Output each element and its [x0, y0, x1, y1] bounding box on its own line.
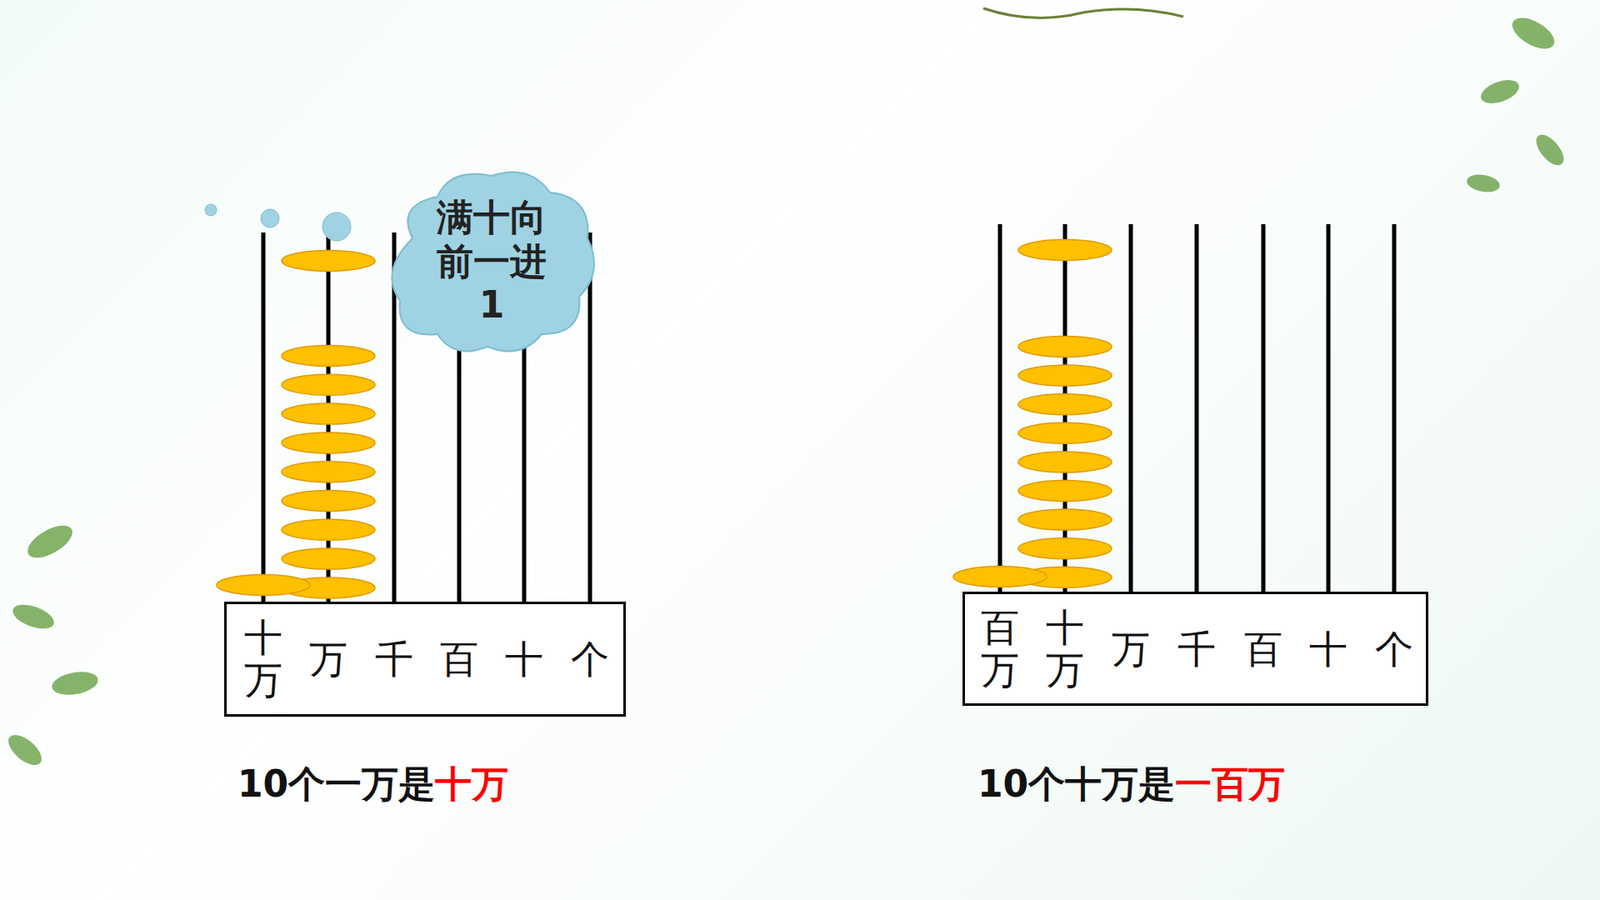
bead	[1018, 538, 1112, 560]
bead	[281, 548, 375, 570]
place-value-box: 百万十万万千百十个	[962, 591, 1429, 706]
rod	[1129, 224, 1134, 592]
statement-text: 10个一万是	[237, 762, 435, 805]
vine	[983, 8, 1184, 18]
rod	[998, 224, 1003, 592]
cloud-text: 满十向 前一进 1	[433, 195, 550, 328]
rod	[1392, 224, 1397, 592]
caption-line: 10个十万是一百万	[977, 760, 1285, 810]
bead	[1018, 451, 1112, 473]
answer-text: 十万	[435, 762, 509, 805]
bead	[281, 519, 375, 540]
bead	[1018, 509, 1112, 530]
place-label: 万	[1111, 630, 1150, 669]
rod	[1261, 224, 1266, 592]
bead	[1018, 394, 1112, 415]
place-label: 千	[375, 640, 414, 679]
bead	[953, 566, 1047, 588]
bead	[281, 374, 375, 395]
place-label: 个	[1375, 630, 1414, 669]
thought-bubbles	[205, 204, 351, 241]
leaf-decoration	[3, 11, 1570, 771]
place-label: 十万	[1045, 606, 1085, 691]
thought-cloud: 满十向 前一进 1	[379, 163, 605, 360]
rod	[1195, 224, 1200, 592]
abacus-beads	[216, 240, 1112, 599]
bead	[281, 250, 375, 272]
place-label: 百万	[980, 606, 1020, 691]
place-value-box: 十万万千百十个	[224, 601, 626, 717]
bead	[281, 461, 375, 483]
rod	[588, 232, 593, 602]
bead	[1018, 336, 1112, 358]
place-label: 千	[1177, 630, 1216, 669]
bead	[1018, 365, 1112, 386]
bead	[1018, 480, 1112, 502]
place-label: 十	[505, 640, 544, 679]
bead	[281, 345, 375, 367]
bead	[281, 432, 375, 454]
place-label: 万	[309, 640, 348, 679]
answer-text: 一百万	[1175, 762, 1285, 805]
place-label: 百	[1244, 630, 1283, 669]
bead	[281, 403, 375, 425]
statement-text: 10个十万是	[977, 762, 1175, 805]
bead	[281, 490, 375, 512]
place-label: 个	[570, 640, 610, 679]
place-label: 十万	[244, 616, 283, 701]
place-label: 百	[440, 640, 479, 679]
caption-line: 10个一万是十万	[237, 760, 509, 810]
place-label: 十	[1309, 630, 1348, 669]
rod	[261, 232, 266, 602]
bead	[1018, 422, 1112, 444]
rod	[1326, 224, 1331, 592]
bead	[1018, 240, 1112, 261]
bead	[216, 575, 310, 596]
